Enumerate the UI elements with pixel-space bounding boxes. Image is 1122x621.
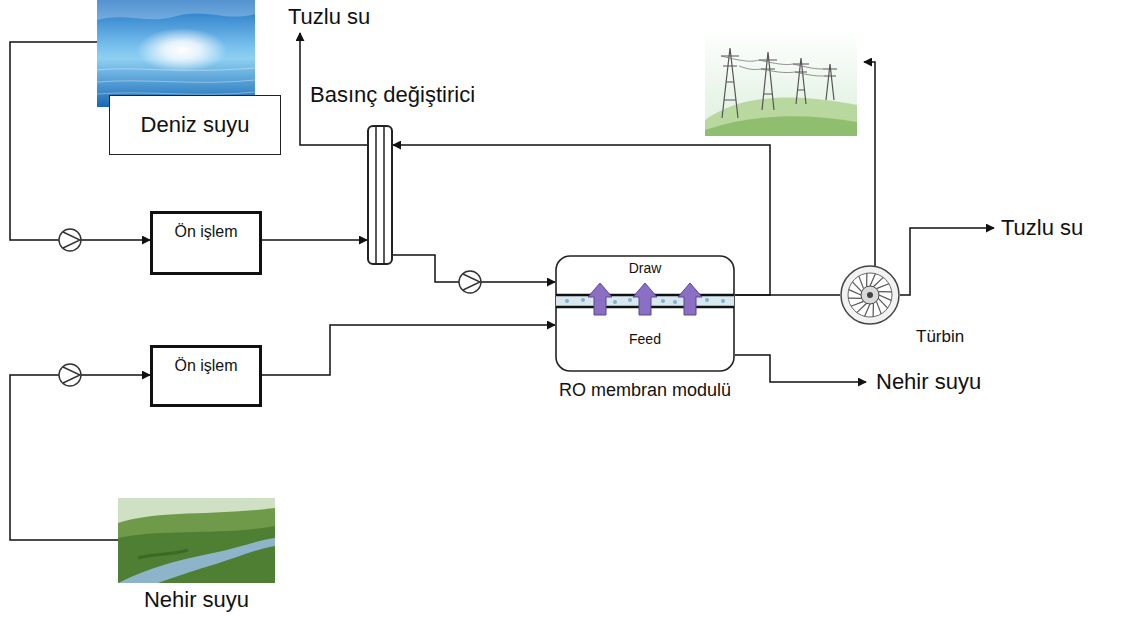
side-label: Feed: [555, 331, 735, 347]
river-outlet-line: [735, 355, 866, 382]
side-label: Draw: [555, 260, 735, 276]
node-illustration: [97, 0, 255, 107]
river-water-source: Nehir suyu: [118, 498, 275, 616]
ro-membrane-module: DrawFeedRO membran modulü: [555, 255, 735, 372]
source-label-box: Deniz suyu: [109, 95, 281, 155]
flow-connector: [262, 239, 367, 241]
box-label: Ön işlem: [153, 223, 259, 241]
pretreatment-box: Ön işlem: [150, 345, 262, 407]
power-grid-picture: [705, 28, 857, 136]
box-label: Ön işlem: [153, 357, 259, 375]
source-label: Nehir suyu: [98, 587, 295, 612]
pump-symbol: [59, 229, 81, 251]
pump-symbol: [459, 271, 481, 293]
node-illustration: [840, 265, 900, 325]
node-illustration: [118, 498, 275, 583]
turbine: Türbin: [840, 265, 900, 325]
power-line: [864, 62, 875, 266]
outlet-label: Tuzlu su: [1001, 215, 1083, 240]
flow-connector: [262, 325, 555, 375]
outlet-label: Nehir suyu: [876, 369, 981, 394]
node-illustration: [118, 498, 275, 583]
sea-water-source: Deniz suyu: [97, 0, 281, 156]
component-label: Basınç değiştirici: [310, 82, 475, 107]
outlet-label: Tuzlu su: [288, 4, 370, 29]
turbine-outlet-line: [900, 228, 994, 295]
pretreatment-box: Ön işlem: [150, 211, 262, 275]
node-illustration: [367, 125, 393, 265]
component-label: RO membran modulü: [525, 380, 765, 401]
pump-symbol: [59, 364, 81, 386]
pressure-exchanger: Basınç değiştirici: [367, 125, 393, 265]
component-label: Türbin: [916, 327, 964, 347]
node-illustration: [97, 0, 255, 107]
